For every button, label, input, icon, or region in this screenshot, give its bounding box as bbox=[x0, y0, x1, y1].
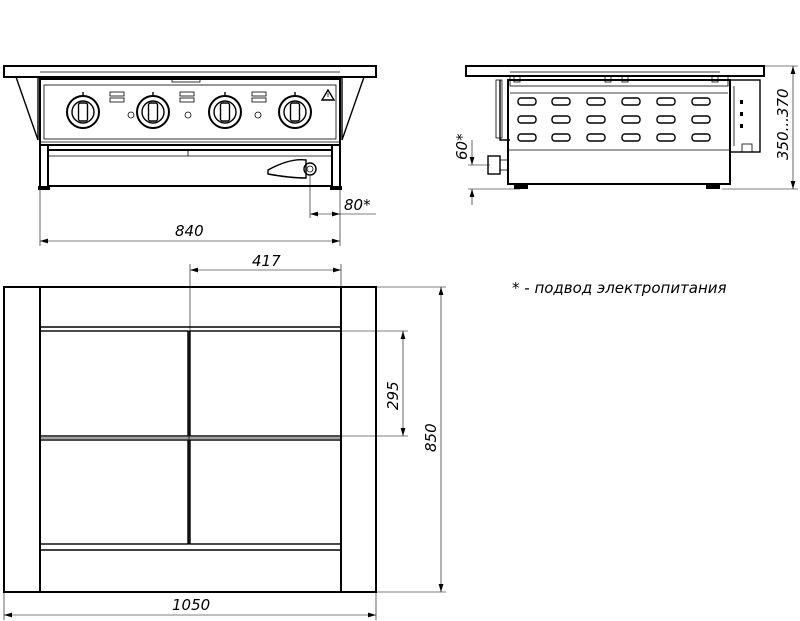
top-left-shelf bbox=[3, 286, 41, 593]
vent-slots bbox=[517, 97, 711, 142]
knob-3 bbox=[208, 92, 242, 129]
dim-front-width: 840 bbox=[175, 222, 204, 240]
front-right-leg bbox=[331, 144, 341, 190]
top-right-shelf bbox=[340, 286, 377, 593]
cooking-zone-front-left bbox=[39, 439, 189, 545]
knob-1 bbox=[66, 92, 100, 129]
side-top-plate bbox=[465, 65, 765, 77]
front-right-bracket bbox=[341, 76, 365, 141]
cooking-zone-back-left bbox=[39, 330, 189, 437]
front-view: 80* 840 bbox=[3, 65, 377, 246]
side-body bbox=[507, 79, 731, 185]
cooking-zone-back-right bbox=[189, 330, 342, 437]
front-control-panel bbox=[39, 78, 341, 146]
knob-2 bbox=[136, 92, 170, 129]
front-lower-body bbox=[47, 149, 333, 187]
dim-top-depth: 850 bbox=[422, 423, 440, 452]
side-bracket bbox=[499, 80, 510, 141]
front-top-plate bbox=[3, 65, 377, 78]
dim-height-range: 350...370 bbox=[774, 88, 792, 160]
knob-4 bbox=[278, 92, 312, 129]
dim-overall-width: 1050 bbox=[172, 596, 210, 614]
dim-zone-depth: 295 bbox=[384, 381, 402, 410]
cooking-zone-front-right bbox=[189, 439, 342, 545]
dim-cable-offset: 80* bbox=[344, 196, 371, 214]
side-right-panel bbox=[729, 79, 761, 153]
indicator-lamps bbox=[109, 91, 267, 119]
front-left-leg bbox=[39, 144, 49, 190]
cable-entry bbox=[267, 159, 307, 179]
front-left-bracket bbox=[15, 76, 39, 141]
top-view: 417 295 850 1050 bbox=[3, 252, 446, 620]
side-view: 60* 350...370 bbox=[453, 65, 798, 205]
power-supply-note: * - подвод электропитания bbox=[512, 279, 727, 297]
dim-cable-height: 60* bbox=[453, 133, 471, 160]
dim-top-half-width: 417 bbox=[252, 252, 281, 270]
side-top-fasteners bbox=[513, 75, 719, 83]
warning-triangle-icon bbox=[320, 88, 336, 101]
